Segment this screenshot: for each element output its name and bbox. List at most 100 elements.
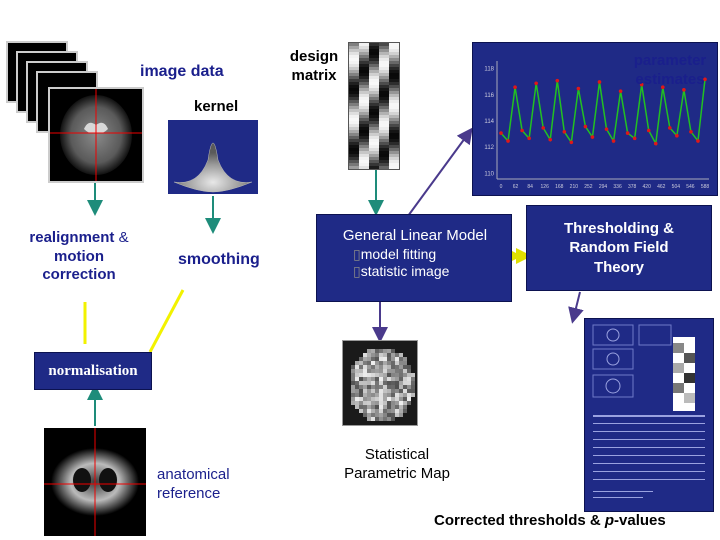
spm-voxel xyxy=(407,401,411,405)
design-matrix-cell xyxy=(379,142,389,145)
arrow-norm-to-smoothing xyxy=(148,289,185,353)
spm-voxel xyxy=(391,377,395,381)
spm-voxel xyxy=(371,365,375,369)
design-matrix-cell xyxy=(379,64,389,67)
spm-voxel xyxy=(379,377,383,381)
spm-voxel xyxy=(395,389,399,393)
design-matrix-cell xyxy=(349,109,359,112)
spm-voxel xyxy=(363,357,367,361)
spm-voxel xyxy=(407,365,411,369)
design-matrix-cell xyxy=(349,82,359,85)
x-tick-label: 294 xyxy=(599,184,608,190)
design-matrix-cell xyxy=(389,142,399,145)
spm-voxel xyxy=(387,393,391,397)
spm-voxel xyxy=(367,409,371,413)
design-matrix-cell xyxy=(349,70,359,73)
design-matrix-cell xyxy=(379,85,389,88)
spm-voxel xyxy=(363,385,367,389)
spm-voxel xyxy=(375,385,379,389)
design-matrix-cell xyxy=(369,130,379,133)
spm-voxel xyxy=(355,405,359,409)
design-matrix-cell xyxy=(389,85,399,88)
spm-voxel xyxy=(355,401,359,405)
spm-voxel xyxy=(403,377,407,381)
spm-voxel xyxy=(391,365,395,369)
design-matrix-cell xyxy=(359,61,369,64)
data-point xyxy=(583,124,588,129)
design-matrix-cell xyxy=(359,139,369,142)
spm-voxel xyxy=(379,409,383,413)
design-matrix-cell xyxy=(369,76,379,79)
spm-voxel xyxy=(379,401,383,405)
spm-image xyxy=(342,340,418,426)
design-matrix-cell xyxy=(379,157,389,160)
spm-voxel xyxy=(395,385,399,389)
spm-voxel xyxy=(355,397,359,401)
data-point xyxy=(611,139,616,143)
design-matrix-cell xyxy=(359,70,369,73)
spm-voxel xyxy=(363,397,367,401)
design-matrix-cell xyxy=(379,55,389,58)
design-matrix-cell xyxy=(389,157,399,160)
spm-voxel xyxy=(391,361,395,365)
spm-voxel xyxy=(383,385,387,389)
spm-voxel xyxy=(391,353,395,357)
design-matrix-cell xyxy=(379,115,389,118)
design-matrix-cell xyxy=(359,46,369,49)
design-matrix-cell xyxy=(389,103,399,106)
spm-voxel xyxy=(411,373,415,377)
spm-voxel xyxy=(371,417,375,421)
design-matrix-cell xyxy=(349,151,359,154)
spm-voxel xyxy=(383,393,387,397)
design-matrix-cell xyxy=(359,103,369,106)
design-matrix-cell xyxy=(349,73,359,76)
glm-item-model-fitting: ▯model fitting xyxy=(353,246,437,262)
design-matrix-cell xyxy=(349,130,359,133)
design-matrix-cell xyxy=(369,118,379,121)
x-tick-label: 210 xyxy=(570,184,579,190)
spm-voxel xyxy=(387,373,391,377)
spm-voxel xyxy=(391,373,395,377)
design-matrix-cell xyxy=(369,151,379,154)
design-matrix-cell xyxy=(379,124,389,127)
spm-voxel xyxy=(383,417,387,421)
data-point xyxy=(590,135,595,139)
design-matrix-label: design matrix xyxy=(289,48,339,84)
spm-voxel xyxy=(363,361,367,365)
design-matrix-cell xyxy=(359,97,369,100)
design-matrix-cell xyxy=(389,100,399,103)
design-matrix-cell xyxy=(379,49,389,52)
spm-voxel xyxy=(375,381,379,385)
design-matrix-cell xyxy=(359,166,369,169)
design-matrix-cell xyxy=(379,106,389,109)
design-matrix-cell xyxy=(349,106,359,109)
data-point xyxy=(625,131,630,135)
design-matrix-cell xyxy=(389,49,399,52)
spm-voxel xyxy=(395,353,399,357)
design-matrix-cell xyxy=(369,61,379,64)
kernel-label: kernel xyxy=(194,98,239,115)
design-matrix-cell xyxy=(369,160,379,163)
spm-voxel xyxy=(383,389,387,393)
design-matrix-cell xyxy=(379,73,389,76)
x-tick-label: 462 xyxy=(657,184,666,190)
data-point xyxy=(682,88,686,92)
design-matrix-cell xyxy=(379,139,389,142)
spm-voxel xyxy=(407,393,411,397)
spm-voxel xyxy=(407,397,411,401)
spm-voxel xyxy=(403,409,407,413)
design-matrix-cell xyxy=(369,112,379,115)
glm-box: General Linear Model ▯model fitting ▯sta… xyxy=(316,214,512,302)
image-data-label: image data xyxy=(140,63,224,80)
spm-voxel xyxy=(407,389,411,393)
design-matrix-cell xyxy=(389,58,399,61)
design-matrix-cell xyxy=(349,154,359,157)
spm-voxel xyxy=(371,397,375,401)
design-matrix-cell xyxy=(389,79,399,82)
spm-voxel xyxy=(363,401,367,405)
spm-voxel xyxy=(403,401,407,405)
parameter-estimates-label: parameter estimates xyxy=(633,52,707,88)
spm-voxel xyxy=(375,413,379,417)
